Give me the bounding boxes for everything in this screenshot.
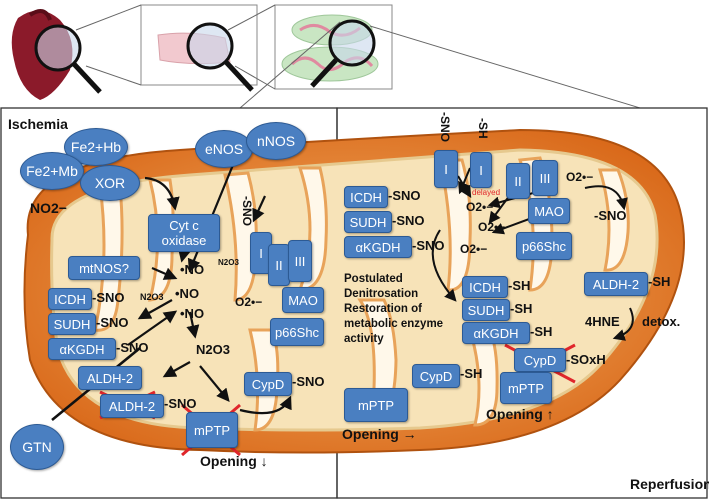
cyt-c-oxidase-box: Cyt c oxidase (148, 214, 220, 252)
sudh-sno-right: -SNO (392, 213, 425, 228)
n2o3-main: N2O3 (196, 342, 230, 357)
akgdh-box-right: αKGDH (344, 236, 412, 258)
superoxide-r2: O2•− (478, 220, 506, 234)
ischemia-title: Ischemia (8, 116, 68, 132)
n2o3-tiny: N2O3 (218, 258, 239, 267)
postulated-text: Postulated Denitrosation Restoration of … (344, 273, 444, 345)
magnifier-1 (34, 24, 102, 94)
cypd-box-right: CypD (412, 364, 460, 388)
opening-right-2: Opening ↑ (486, 406, 554, 422)
complex-ii-left: II (268, 244, 290, 286)
aldh2-sno-tag: -SNO (164, 396, 197, 411)
magnifier-2 (186, 22, 254, 92)
delayed-label: delayed (472, 188, 501, 197)
cypd-box-left: CypD (244, 372, 292, 396)
aldh2-box: ALDH-2 (78, 366, 142, 390)
cypd-box-oxidized: CypD (514, 348, 566, 372)
reperfusion-title: Reperfusion (630, 476, 709, 492)
complex-i-right-a: I (434, 150, 458, 188)
sudh-box-right: SUDH (344, 211, 392, 233)
superoxide-r3: O2•− (460, 242, 488, 256)
sudh-box-left: SUDH (48, 313, 96, 335)
no-label-3: •NO (180, 306, 205, 321)
sudh-sh-tag: -SH (510, 301, 533, 316)
icdh-box-right: ICDH (344, 186, 388, 208)
nitrite-label: NO2− (30, 200, 67, 216)
nnos-node: nNOS (246, 122, 306, 160)
icdh-sno-right: -SNO (388, 188, 421, 203)
hne-label: 4HNE (585, 314, 620, 329)
soxh-tag: -SOxH (566, 352, 606, 367)
enos-node: eNOS (195, 130, 253, 168)
icdh-sh-box: ICDH (462, 276, 508, 298)
akgdh-box-left: αKGDH (48, 338, 116, 360)
cypd-sh-tag: -SH (460, 366, 483, 381)
akgdh-sh-tag: -SH (530, 324, 553, 339)
superoxide-r4: O2•− (566, 170, 594, 184)
sudh-sno-tag: -SNO (96, 315, 129, 330)
icdh-sh-tag: -SH (508, 278, 531, 293)
cypd-sno-tag: -SNO (292, 374, 325, 389)
detox-label: detox. (642, 314, 681, 329)
mptp-box-left: mPTP (186, 412, 238, 448)
mao-box-left: MAO (282, 287, 324, 313)
sno-top-right: -SNO (438, 112, 452, 142)
superoxide-r1: O2•− (466, 200, 494, 214)
sno-mid-right: -SNO (594, 208, 627, 223)
sno-vertical-left: -SNO (240, 196, 254, 226)
p66shc-box-left: p66Shc (270, 318, 324, 346)
mptp-box-right: mPTP (344, 388, 408, 422)
no-label-2: •NO (175, 286, 200, 301)
p66shc-box-right: p66Shc (516, 232, 572, 260)
aldh2-nitrosated-box: ALDH-2 (100, 394, 164, 418)
n2o3-small-left: N2O3 (140, 292, 164, 302)
aldh2-box-right: ALDH-2 (584, 272, 648, 296)
icdh-box-left: ICDH (48, 288, 92, 310)
magnifier-3 (310, 19, 376, 88)
complex-ii-right: II (506, 163, 530, 199)
sh-top-right: -SH (476, 118, 490, 139)
sudh-sh-box: SUDH (462, 299, 510, 321)
complex-i-right-b: I (470, 152, 492, 188)
fe-mb-node: Fe2+Mb (20, 152, 84, 190)
opening-right: Opening → (342, 426, 417, 442)
opening-left: Opening ↓ (200, 453, 268, 469)
complex-iii-right: III (532, 160, 558, 196)
mao-box-right: MAO (528, 198, 570, 224)
akgdh-sh-box: αKGDH (462, 322, 530, 344)
complex-iii-left: III (288, 240, 312, 282)
superoxide-left: O2•− (235, 295, 263, 309)
mtnos-box: mtNOS? (68, 256, 140, 280)
aldh2-sh-tag: -SH (648, 274, 671, 289)
akgdh-sno-right: -SNO (412, 238, 445, 253)
akgdh-sno-tag: -SNO (116, 340, 149, 355)
no-label-1: •NO (180, 262, 205, 277)
xor-node: XOR (80, 165, 140, 201)
icdh-sno-tag: -SNO (92, 290, 125, 305)
gtn-node: GTN (10, 424, 64, 470)
mptp-box-right-2: mPTP (500, 372, 552, 404)
